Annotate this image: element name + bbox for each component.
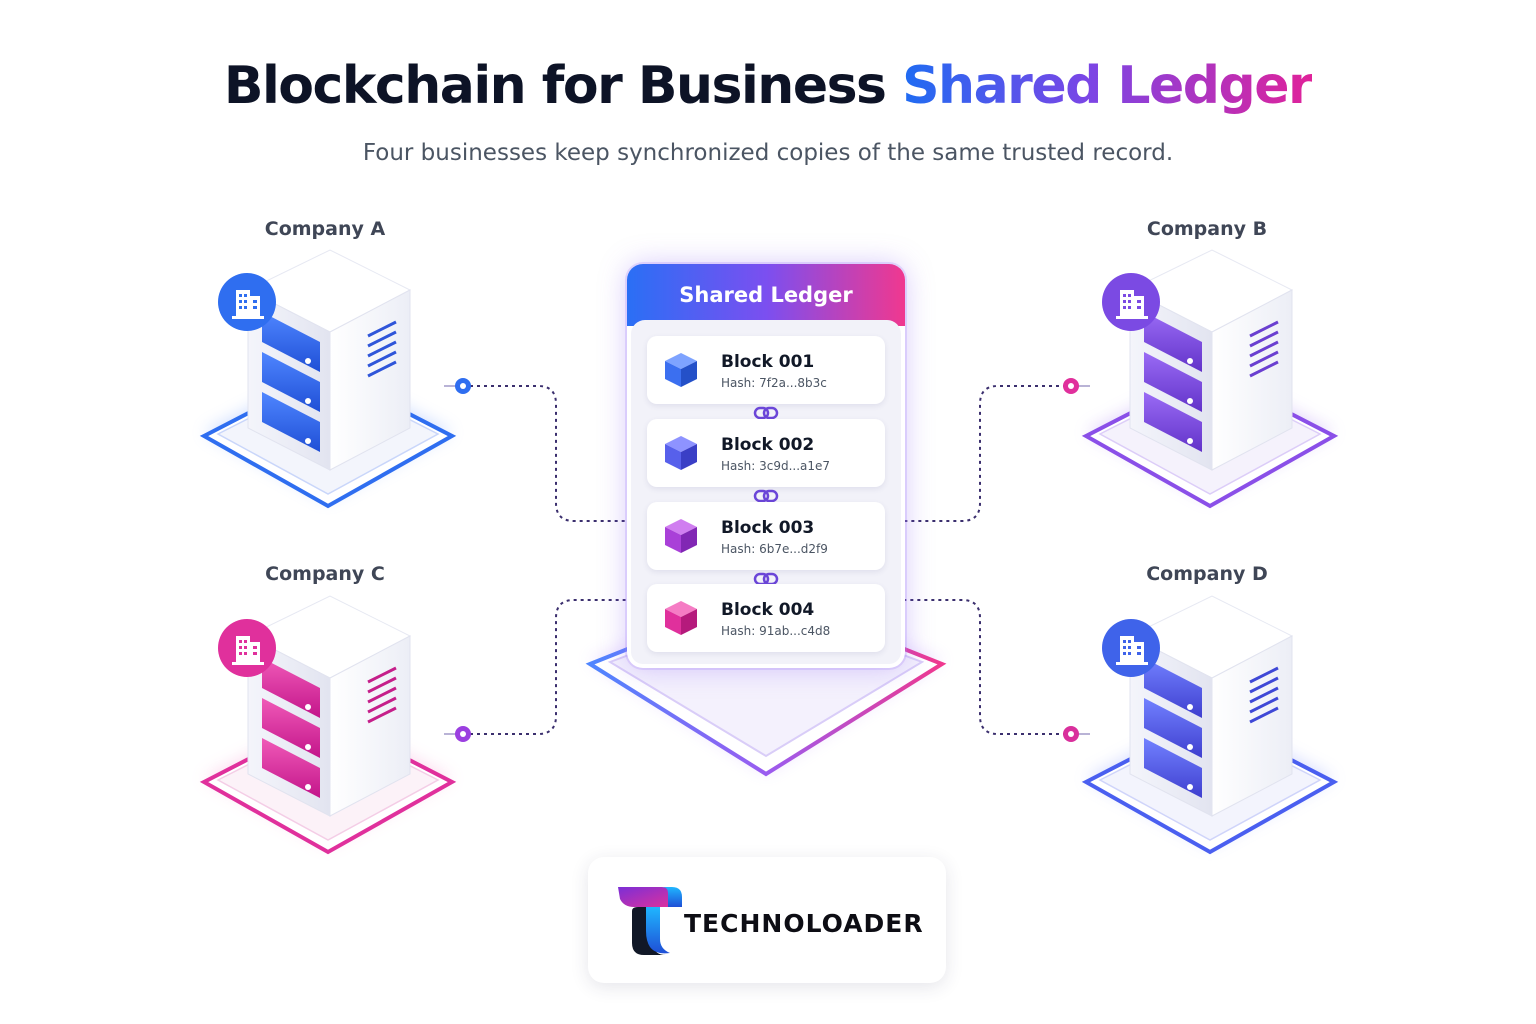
block-name: Block 004 — [721, 600, 815, 620]
title-accent: Shared Ledger — [902, 56, 1314, 116]
company-d-server — [1081, 595, 1339, 855]
page-subtitle: Four businesses keep synchronized copies… — [362, 140, 1174, 166]
company-d-label: Company D — [1146, 563, 1268, 585]
company-a-server — [199, 249, 457, 509]
ledger-title: Shared Ledger — [627, 264, 905, 326]
technoloader-logo-icon — [618, 887, 682, 955]
building-icon — [218, 619, 276, 677]
block-hash: Hash: 91ab...c4d8 — [721, 624, 831, 638]
connector-company-b — [905, 385, 1066, 522]
block-row: Block 004 Hash: 91ab...c4d8 — [647, 584, 885, 652]
block-hash: Hash: 7f2a...8b3c — [721, 376, 827, 390]
company-b-server — [1081, 249, 1339, 509]
block-name: Block 001 — [721, 352, 815, 372]
connector-lines — [470, 385, 1066, 735]
shared-ledger-card: Shared Ledger Block 001 Hash: 7f2a...8b3… — [627, 264, 905, 668]
connector-company-a — [470, 385, 627, 522]
company-b-label: Company B — [1146, 218, 1268, 240]
connector-nodes — [444, 378, 1090, 742]
company-c-server — [199, 595, 457, 855]
block-row: Block 003 Hash: 6b7e...d2f9 — [647, 502, 885, 570]
chain-link-icon — [753, 406, 779, 420]
building-icon — [1102, 273, 1160, 331]
block-row: Block 001 Hash: 7f2a...8b3c — [647, 336, 885, 404]
chain-link-icon — [753, 489, 779, 503]
block-name: Block 003 — [721, 518, 815, 538]
title-main: Blockchain for Business — [223, 56, 887, 116]
ledger-body: Block 001 Hash: 7f2a...8b3c Block 002 Ha… — [631, 320, 901, 664]
page-title: Blockchain for Business Shared Ledger — [0, 56, 1536, 116]
brand-card: TECHNOLOADER — [588, 857, 946, 983]
cube-icon — [665, 436, 697, 470]
cube-icon — [665, 519, 697, 553]
company-a-label: Company A — [264, 218, 386, 240]
block-hash: Hash: 6b7e...d2f9 — [721, 542, 828, 556]
building-icon — [1102, 619, 1160, 677]
block-name: Block 002 — [721, 435, 815, 455]
building-icon — [218, 273, 276, 331]
cube-icon — [665, 601, 697, 635]
brand-name: TECHNOLOADER — [684, 909, 924, 938]
cube-icon — [665, 353, 697, 387]
block-row: Block 002 Hash: 3c9d...a1e7 — [647, 419, 885, 487]
company-c-label: Company C — [265, 563, 385, 585]
block-hash: Hash: 3c9d...a1e7 — [721, 459, 831, 473]
